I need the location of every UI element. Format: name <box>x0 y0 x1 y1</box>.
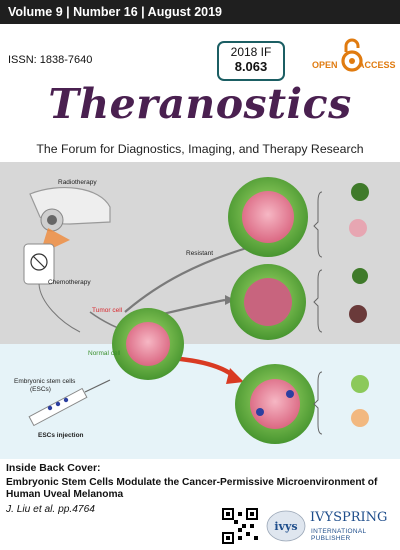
radiotherapy-label: Radiotherapy <box>58 179 97 186</box>
cover-artwork <box>23 177 369 444</box>
resistant-label: Resistant <box>186 250 214 257</box>
issue-line: Volume 9 | Number 16 | August 2019 <box>8 5 223 19</box>
impact-factor-badge: 2018 IF 8.063 <box>217 41 285 81</box>
treated-sphere-icon <box>230 264 306 340</box>
impact-factor-label: 2018 IF <box>230 45 272 59</box>
tumor-mass-icon <box>112 308 184 380</box>
article-authors: J. Liu et al. pp.4764 <box>6 504 95 515</box>
impact-factor-value: 8.063 <box>234 59 268 74</box>
chemotherapy-bag-icon <box>23 243 81 333</box>
article-title: Embryonic Stem Cells Modulate the Cancer… <box>6 477 378 500</box>
qr-code-icon[interactable] <box>222 508 258 544</box>
escs-label: Embryonic stem cells <box>14 378 76 385</box>
journal-title: Theranostics <box>48 80 352 128</box>
escs-injection-label: ESCs injection <box>38 432 84 439</box>
publisher-subtitle: INTERNATIONAL PUBLISHER <box>311 528 367 542</box>
outcome-cells-icon <box>349 183 369 427</box>
resistant-sphere-icon <box>228 177 308 257</box>
cover-illustration: Radiotherapy Chemotherapy Resistant Tumo… <box>0 162 400 459</box>
resistant-arrow <box>124 245 251 313</box>
open-access-logo: OPEN ACCESS <box>312 38 396 76</box>
esc-treated-sphere-icon <box>235 364 315 444</box>
issue-bar: Volume 9 | Number 16 | August 2019 <box>0 0 400 24</box>
normal-cell-label: Normal cell <box>88 350 121 357</box>
chemotherapy-label: Chemotherapy <box>48 279 91 286</box>
open-access-lock-icon <box>341 38 363 72</box>
issn: ISSN: 1838-7640 <box>8 54 93 66</box>
svg-text:ivys: ivys <box>274 520 297 533</box>
journal-tagline: The Forum for Diagnostics, Imaging, and … <box>36 142 364 156</box>
open-access-open-text: OPEN <box>312 60 338 70</box>
open-access-access-text: ACCESS <box>358 60 396 70</box>
inside-cover-heading: Inside Back Cover: <box>6 462 101 474</box>
ivyspring-logo-icon: ivys <box>266 510 306 542</box>
escs-abbrev-label: (ESCs) <box>30 386 51 393</box>
publisher-name: IVYSPRING <box>310 510 388 525</box>
syringe-icon <box>28 379 111 427</box>
tumor-cell-label: Tumor cell <box>92 307 123 314</box>
